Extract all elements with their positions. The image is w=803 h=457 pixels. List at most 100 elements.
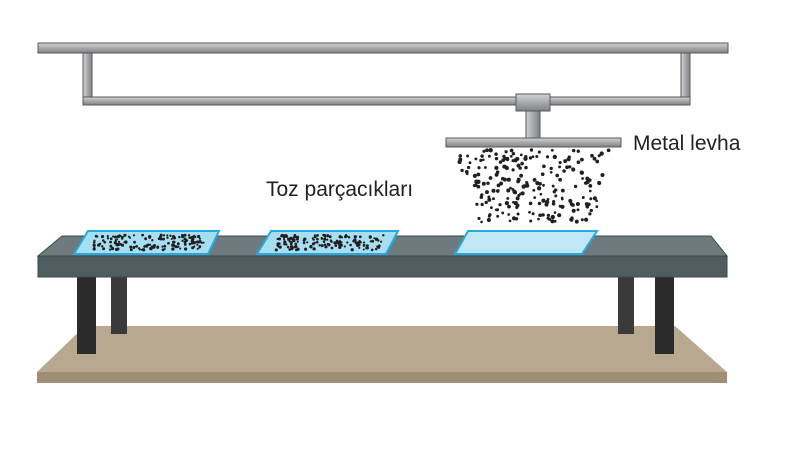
dust-particle: [585, 176, 590, 181]
settled-dust-particle: [284, 234, 288, 238]
settled-dust-particle: [112, 235, 115, 238]
dust-particle: [571, 148, 576, 153]
settled-dust-particle: [183, 242, 187, 246]
dust-particle: [515, 205, 519, 210]
settled-dust-particle: [102, 247, 106, 251]
settled-dust-particle: [183, 240, 187, 244]
dust-particle: [560, 204, 565, 209]
dust-particle: [567, 155, 571, 159]
dust-particle: [506, 177, 511, 182]
top-rail: [37, 42, 729, 54]
dust-particle: [540, 172, 545, 177]
dust-particle: [475, 202, 479, 206]
dust-particle: [466, 165, 471, 170]
settled-dust-particle: [366, 246, 369, 250]
settled-dust-particle: [195, 240, 199, 244]
dust-particle: [542, 183, 545, 187]
dust-particle: [544, 202, 549, 207]
settled-dust-particle: [366, 244, 369, 248]
settled-dust-particle: [292, 236, 296, 239]
settled-dust-particle: [106, 237, 110, 240]
settled-dust-particle: [123, 241, 126, 244]
settled-dust-particle: [181, 233, 184, 237]
settled-dust-particle: [362, 241, 366, 244]
dust-particle: [474, 157, 478, 161]
settled-dust-particle: [143, 245, 146, 248]
settled-dust-particle: [320, 236, 323, 239]
settled-dust-particle: [96, 235, 99, 238]
settled-dust-particle: [183, 247, 188, 251]
dust-particle: [496, 214, 500, 218]
dust-particle: [477, 216, 481, 220]
settled-dust-particle: [120, 243, 125, 247]
leg-back-right: [618, 274, 634, 334]
settled-dust-particle: [193, 245, 196, 248]
dust-particle: [560, 188, 565, 193]
settled-dust-particle: [382, 234, 385, 237]
settled-dust-particle: [132, 245, 136, 249]
dust-particle: [588, 189, 592, 193]
settled-dust-particle: [316, 237, 319, 241]
settled-dust-particle: [338, 245, 342, 250]
settled-dust-particle: [121, 235, 124, 239]
dust-particles-label: Toz parçacıkları: [266, 178, 414, 201]
dust-particle: [472, 173, 477, 178]
settled-dust-particle: [283, 240, 287, 244]
dust-particle: [590, 153, 594, 158]
carriage-block: [515, 93, 551, 112]
dust-particle: [498, 203, 502, 207]
dust-particle: [504, 150, 508, 154]
dust-particle: [571, 167, 576, 172]
dust-particle: [516, 164, 520, 168]
settled-dust-particle: [196, 243, 199, 246]
settled-dust-particle: [166, 234, 169, 237]
settled-dust-particle: [129, 248, 133, 252]
settled-dust-particle: [161, 245, 164, 248]
dust-particle: [532, 177, 537, 182]
settled-dust-particle: [159, 233, 163, 237]
settled-dust-particle: [341, 236, 344, 239]
dust-particle: [495, 208, 500, 212]
settled-dust-particle: [320, 244, 324, 248]
settled-dust-particle: [156, 245, 159, 248]
settled-dust-particle: [170, 237, 173, 240]
settled-dust-particle: [358, 235, 362, 239]
settled-dust-particle: [162, 234, 166, 237]
settled-dust-particle: [109, 240, 113, 244]
settled-dust-particle: [357, 243, 361, 247]
settled-dust-particle: [276, 237, 279, 241]
settled-dust-particle: [102, 239, 105, 242]
dust-particle: [573, 184, 578, 189]
settled-dust-particle: [374, 247, 378, 251]
settled-dust-particle: [162, 237, 165, 240]
dust-particle: [581, 177, 584, 180]
settled-dust-particle: [100, 235, 105, 239]
dust-particle: [500, 176, 505, 181]
dust-particle: [551, 202, 556, 206]
dust-particle: [568, 199, 573, 203]
dust-particle: [584, 217, 589, 222]
settled-dust-particle: [115, 243, 119, 247]
settled-dust-particle: [141, 233, 144, 237]
dust-particle: [541, 213, 545, 217]
settled-dust-particle: [172, 240, 176, 244]
dust-particle: [524, 165, 528, 170]
settled-dust-particle: [98, 242, 102, 245]
floor-board-front: [37, 372, 727, 383]
dust-particle: [599, 151, 604, 156]
dust-particle: [519, 153, 523, 157]
settled-dust-particle: [163, 244, 167, 248]
settled-dust-particle: [153, 244, 156, 247]
dust-particle: [516, 177, 521, 182]
settled-dust-particle: [362, 248, 365, 251]
dust-particle: [507, 204, 511, 209]
settled-dust-particle: [123, 233, 127, 237]
settled-dust-particle: [113, 235, 118, 239]
settled-dust-particle: [116, 247, 120, 251]
plate-right: [453, 230, 599, 255]
dust-particle: [508, 219, 512, 223]
dust-particle: [589, 197, 593, 201]
dust-particle: [479, 158, 483, 162]
dust-particle: [494, 165, 499, 171]
settled-dust-particle: [289, 245, 294, 249]
